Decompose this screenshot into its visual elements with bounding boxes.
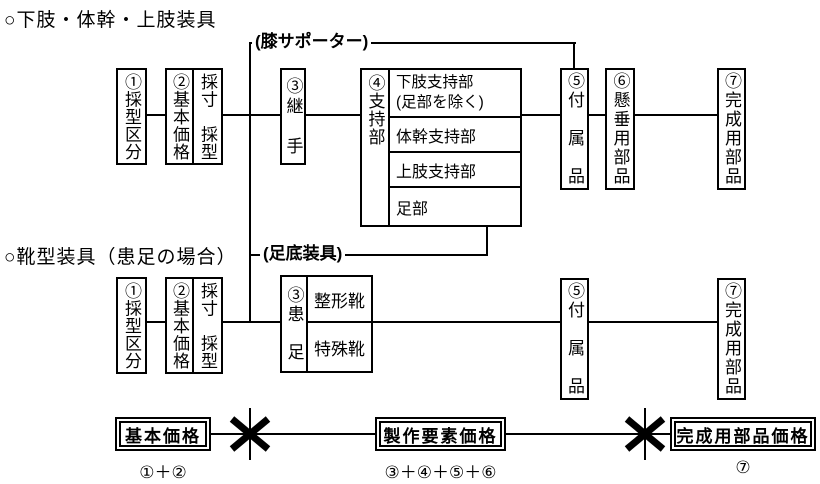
basic-price-label: 基本価格 (119, 421, 207, 447)
r1-connector-1-2 (147, 114, 165, 116)
r1-box5-label: ⑤付 属 品 (565, 72, 584, 186)
foot-sole-label: (足底装具) (260, 244, 346, 264)
summary-line-left (211, 433, 375, 435)
r1-box7-label: ⑦完成用部品 (722, 72, 741, 186)
r2-connector-1-2 (147, 321, 165, 323)
r1-box4-left-cell: ④支持部 (362, 70, 390, 225)
r2-box3-left-cell: ③患 足 (282, 277, 308, 371)
r1-box2-left-cell: ②基本価格 (167, 70, 194, 163)
section1-title: ○下肢・体幹・上肢装具 (4, 10, 217, 31)
r1-connector-4-5 (522, 114, 560, 116)
r1-connector-6-7 (635, 114, 717, 116)
r2-box7-finished-parts: ⑦完成用部品 (717, 278, 746, 400)
knee-supporter-hline (249, 42, 576, 44)
r2-connector-3-5 (373, 321, 560, 323)
r1-box3-label: ③継 手 (283, 76, 303, 157)
production-price-formula: ③＋④＋⑤＋⑥ (384, 463, 497, 482)
r2-box2-basic-price: ②基本価格 採寸 採型 (165, 277, 223, 374)
production-price-box: 製作要素価格 (375, 417, 506, 451)
r2-box5-label: ⑤付 属 品 (565, 282, 584, 396)
r1-box2-basic-price: ②基本価格 採寸 採型 (165, 68, 223, 165)
break-x-icon (229, 408, 271, 460)
knee-supporter-label: (膝サポーター) (252, 32, 372, 52)
knee-supporter-drop-vline (573, 42, 575, 69)
r1-box1-label: ①採型区分 (122, 72, 141, 161)
r2-box2-left-cell: ②基本価格 (167, 279, 194, 372)
r1-box2-right-label: 採寸 採型 (198, 72, 217, 161)
r2-box3-cells: 整形靴 特殊靴 (308, 277, 371, 371)
r2-box5-accessories: ⑤付 属 品 (560, 278, 589, 400)
break-x-icon (624, 408, 666, 460)
foot-sole-rise-vline (486, 227, 488, 256)
r1-box1-molding-category: ①採型区分 (116, 68, 147, 165)
foot-sole-hline (249, 254, 488, 256)
r1-box4-cell-upper-limb: 上肢支持部 (390, 153, 520, 188)
r2-box1-molding-category: ①採型区分 (116, 277, 147, 374)
r1-box4-cell-lower-limb: 下肢支持部 (足部を除く) (390, 70, 520, 118)
r1-box7-finished-parts: ⑦完成用部品 (717, 68, 746, 190)
r2-box7-label: ⑦完成用部品 (722, 282, 741, 396)
r1-box4-cell-foot: 足部 (396, 200, 429, 218)
finished-parts-price-box: 完成用部品価格 (670, 417, 816, 451)
basic-price-box: 基本価格 (115, 417, 211, 451)
summary-line-right (505, 433, 672, 435)
r1-box6-label: ⑥懸垂用部品 (610, 72, 630, 186)
r1-connector-3-4 (306, 114, 360, 116)
r2-box3-cell-special-shoe: 特殊靴 (314, 339, 365, 359)
r1-box5-accessories: ⑤付 属 品 (560, 68, 589, 190)
r1-box4-support-parts: ④支持部 下肢支持部 (足部を除く) 体幹支持部 上肢支持部 足部 (360, 68, 522, 227)
main-branch-vline (249, 42, 251, 323)
r2-box3-affected-foot: ③患 足 整形靴 特殊靴 (280, 275, 373, 373)
r2-box1-label: ①採型区分 (122, 281, 141, 370)
r1-box2-left-label: ②基本価格 (170, 72, 189, 161)
r1-connector-2-3 (223, 114, 280, 116)
break-symbol-left (228, 408, 272, 460)
finished-parts-price-formula: ⑦ (735, 458, 751, 477)
basic-price-formula: ①＋② (139, 463, 187, 482)
r1-box3-joint: ③継 手 (280, 68, 306, 165)
section2-title: ○靴型装具（患足の場合） (4, 247, 237, 268)
r2-box2-left-label: ②基本価格 (170, 281, 189, 370)
production-price-label: 製作要素価格 (379, 421, 502, 447)
r1-box2-right-cell: 採寸 採型 (194, 70, 221, 163)
r2-box3-cell-orthopedic-shoe: 整形靴 (308, 277, 371, 323)
r2-box2-right-label: 採寸 採型 (198, 281, 217, 370)
r1-box6-suspension-parts: ⑥懸垂用部品 (605, 68, 635, 190)
break-symbol-right (623, 408, 667, 460)
r2-box2-right-cell: 採寸 採型 (194, 279, 221, 372)
finished-parts-price-label: 完成用部品価格 (674, 421, 812, 447)
r2-connector-2-3 (223, 321, 280, 323)
r2-box3-left-label: ③患 足 (284, 286, 304, 362)
r1-box4-cell-trunk: 体幹支持部 (390, 118, 520, 153)
r1-box4-cells: 下肢支持部 (足部を除く) 体幹支持部 上肢支持部 足部 (390, 70, 520, 225)
r1-box4-left-label: ④支持部 (365, 74, 385, 146)
r1-connector-5-6 (589, 114, 605, 116)
r2-connector-5-7 (589, 321, 717, 323)
